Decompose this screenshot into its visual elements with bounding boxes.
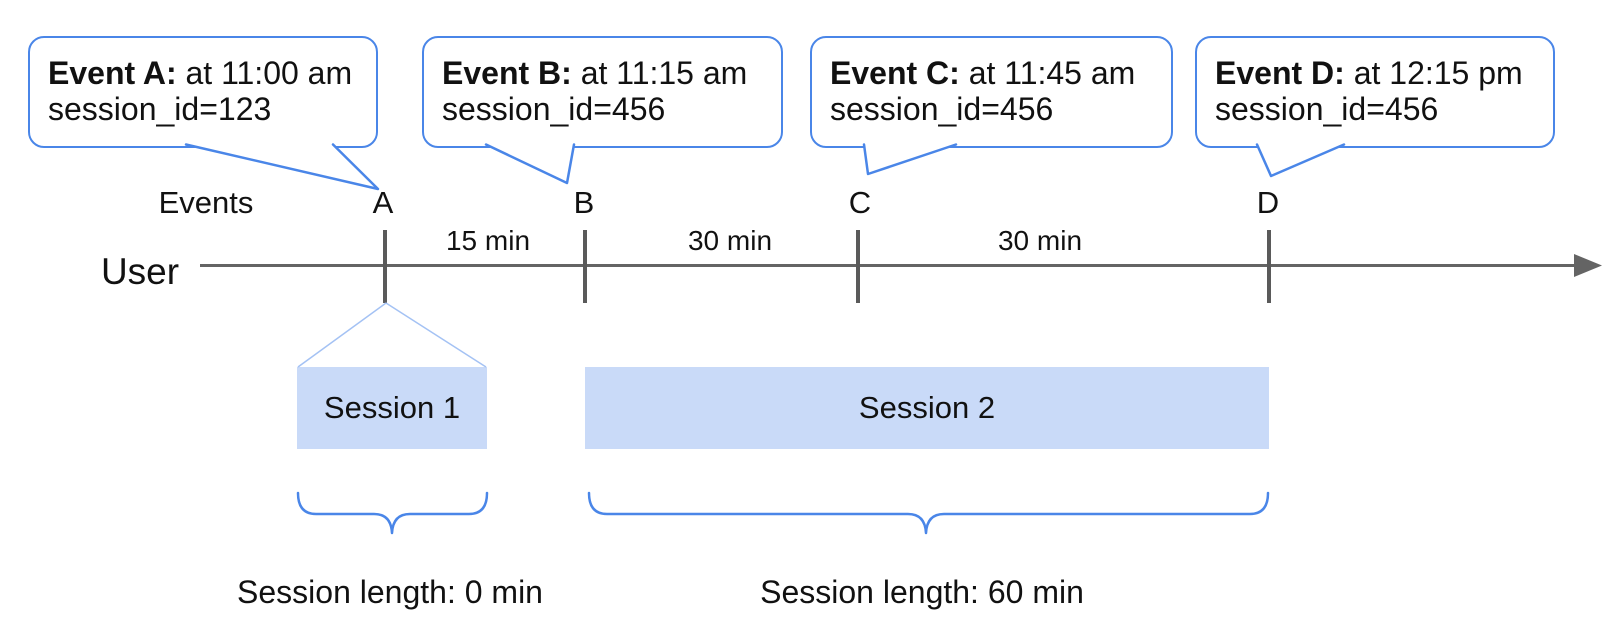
event-b-title: Event B: xyxy=(442,55,572,91)
interval-a-b-label: 15 min xyxy=(445,225,531,256)
event-b-time: at 11:15 am xyxy=(571,55,748,91)
event-b-session-id: session_id=456 xyxy=(442,91,666,127)
event-a-callout-line1: Event A: at 11:00 am xyxy=(48,55,366,91)
session-2-brace xyxy=(587,491,1270,535)
event-d-callout-line1: Event D: at 12:15 pm xyxy=(1215,55,1543,91)
session-1-fan-line-left xyxy=(297,302,387,368)
event-d-callout: Event D: at 12:15 pm session_id=456 xyxy=(1195,36,1555,148)
event-a-time: at 11:00 am xyxy=(176,55,353,91)
event-b-callout: Event B: at 11:15 am session_id=456 xyxy=(422,36,783,148)
event-a-title: Event A: xyxy=(48,55,177,91)
event-c-marker-label: C xyxy=(848,185,872,220)
event-b-marker-label: B xyxy=(573,185,595,220)
event-d-marker-label: D xyxy=(1256,185,1280,220)
session-1-brace xyxy=(296,491,489,535)
event-d-time: at 12:15 pm xyxy=(1344,55,1523,91)
event-a-marker-label: A xyxy=(372,185,394,220)
event-c-time: at 11:45 am xyxy=(959,55,1136,91)
event-c-callout-line1: Event C: at 11:45 am xyxy=(830,55,1161,91)
event-c-title: Event C: xyxy=(830,55,960,91)
event-c-session-id: session_id=456 xyxy=(830,91,1054,127)
timeline-arrowhead-icon xyxy=(1574,254,1602,277)
session-1-length-label: Session length: 0 min xyxy=(237,574,543,610)
event-a-callout-tail xyxy=(184,143,380,191)
interval-c-d-label: 30 min xyxy=(997,225,1083,256)
event-d-callout-tail xyxy=(1255,143,1346,178)
event-b-callout-tail xyxy=(484,143,576,185)
interval-b-c-label: 30 min xyxy=(687,225,773,256)
event-a-session-id: session_id=123 xyxy=(48,91,272,127)
event-a-callout: Event A: at 11:00 am session_id=123 xyxy=(28,36,378,148)
session-1-bar: Session 1 xyxy=(297,367,487,449)
event-c-callout-tail xyxy=(862,143,958,176)
event-c-callout: Event C: at 11:45 am session_id=456 xyxy=(810,36,1173,148)
session-2-length-label: Session length: 60 min xyxy=(760,574,1084,610)
event-d-session-id: session_id=456 xyxy=(1215,91,1439,127)
events-axis-label: Events xyxy=(158,185,254,220)
user-timeline-label: User xyxy=(100,251,180,292)
event-b-callout-line1: Event B: at 11:15 am xyxy=(442,55,771,91)
session-1-fan-line-right xyxy=(385,302,487,368)
session-2-bar: Session 2 xyxy=(585,367,1269,449)
event-d-title: Event D: xyxy=(1215,55,1345,91)
